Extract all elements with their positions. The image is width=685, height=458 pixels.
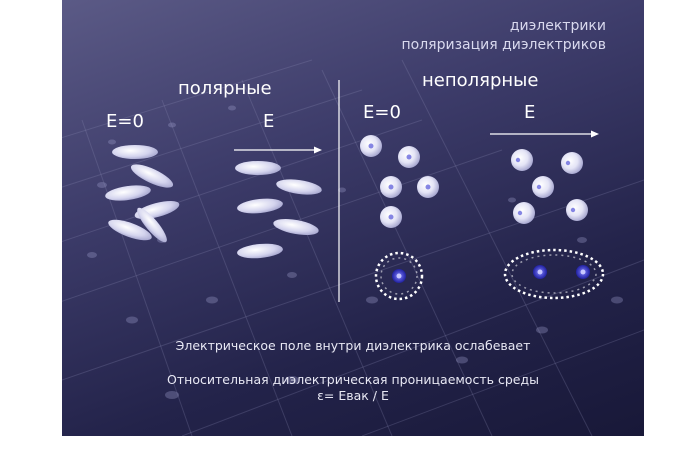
polar-molecules-in-field [235,161,322,259]
atom-model-no-field [374,251,424,301]
caption-permittivity: Относительная диэлектрическая проницаемо… [167,372,539,387]
nonpolar-molecule [566,199,588,221]
polar-no-field-label: E=0 [106,111,144,132]
polar-title: полярные [178,78,272,99]
polar-molecule [237,198,283,214]
header-subtitle: поляризация диэлектриков [401,37,607,53]
header-topic: диэлектрики [509,18,606,34]
nonpolar-molecule [561,152,583,174]
diagram [105,80,605,302]
nonpolar-molecules-in-field [511,149,588,224]
polar-molecule [276,179,322,195]
field-arrow-polar [234,146,322,154]
slide: диэлектрики поляризация диэлектриков пол… [62,0,644,436]
caption-formula: ε= Eвак / E [317,388,389,403]
polar-molecule [237,243,283,259]
nonpolar-field-label: E [524,102,536,123]
atom-model-in-field [503,248,605,300]
polar-molecule [108,219,152,241]
caption-field-weakens: Электрическое поле внутри диэлектрика ос… [175,338,531,353]
polar-field-label: E [263,111,275,132]
field-arrow-nonpolar [490,130,599,138]
polar-molecule [273,219,319,235]
nonpolar-title: неполярные [422,70,539,91]
polar-molecule [112,145,158,159]
background-grid [62,59,644,436]
polar-molecule [137,207,167,243]
nonpolar-no-field-label: E=0 [363,102,401,123]
nonpolar-molecule [513,202,535,224]
nonpolar-molecules-no-field [360,135,439,228]
polar-molecule [105,185,151,201]
polar-molecules-no-field [105,145,180,243]
nonpolar-molecule [532,176,554,198]
nonpolar-molecule [511,149,533,171]
polar-molecule [235,161,281,175]
polar-molecule [130,164,174,188]
